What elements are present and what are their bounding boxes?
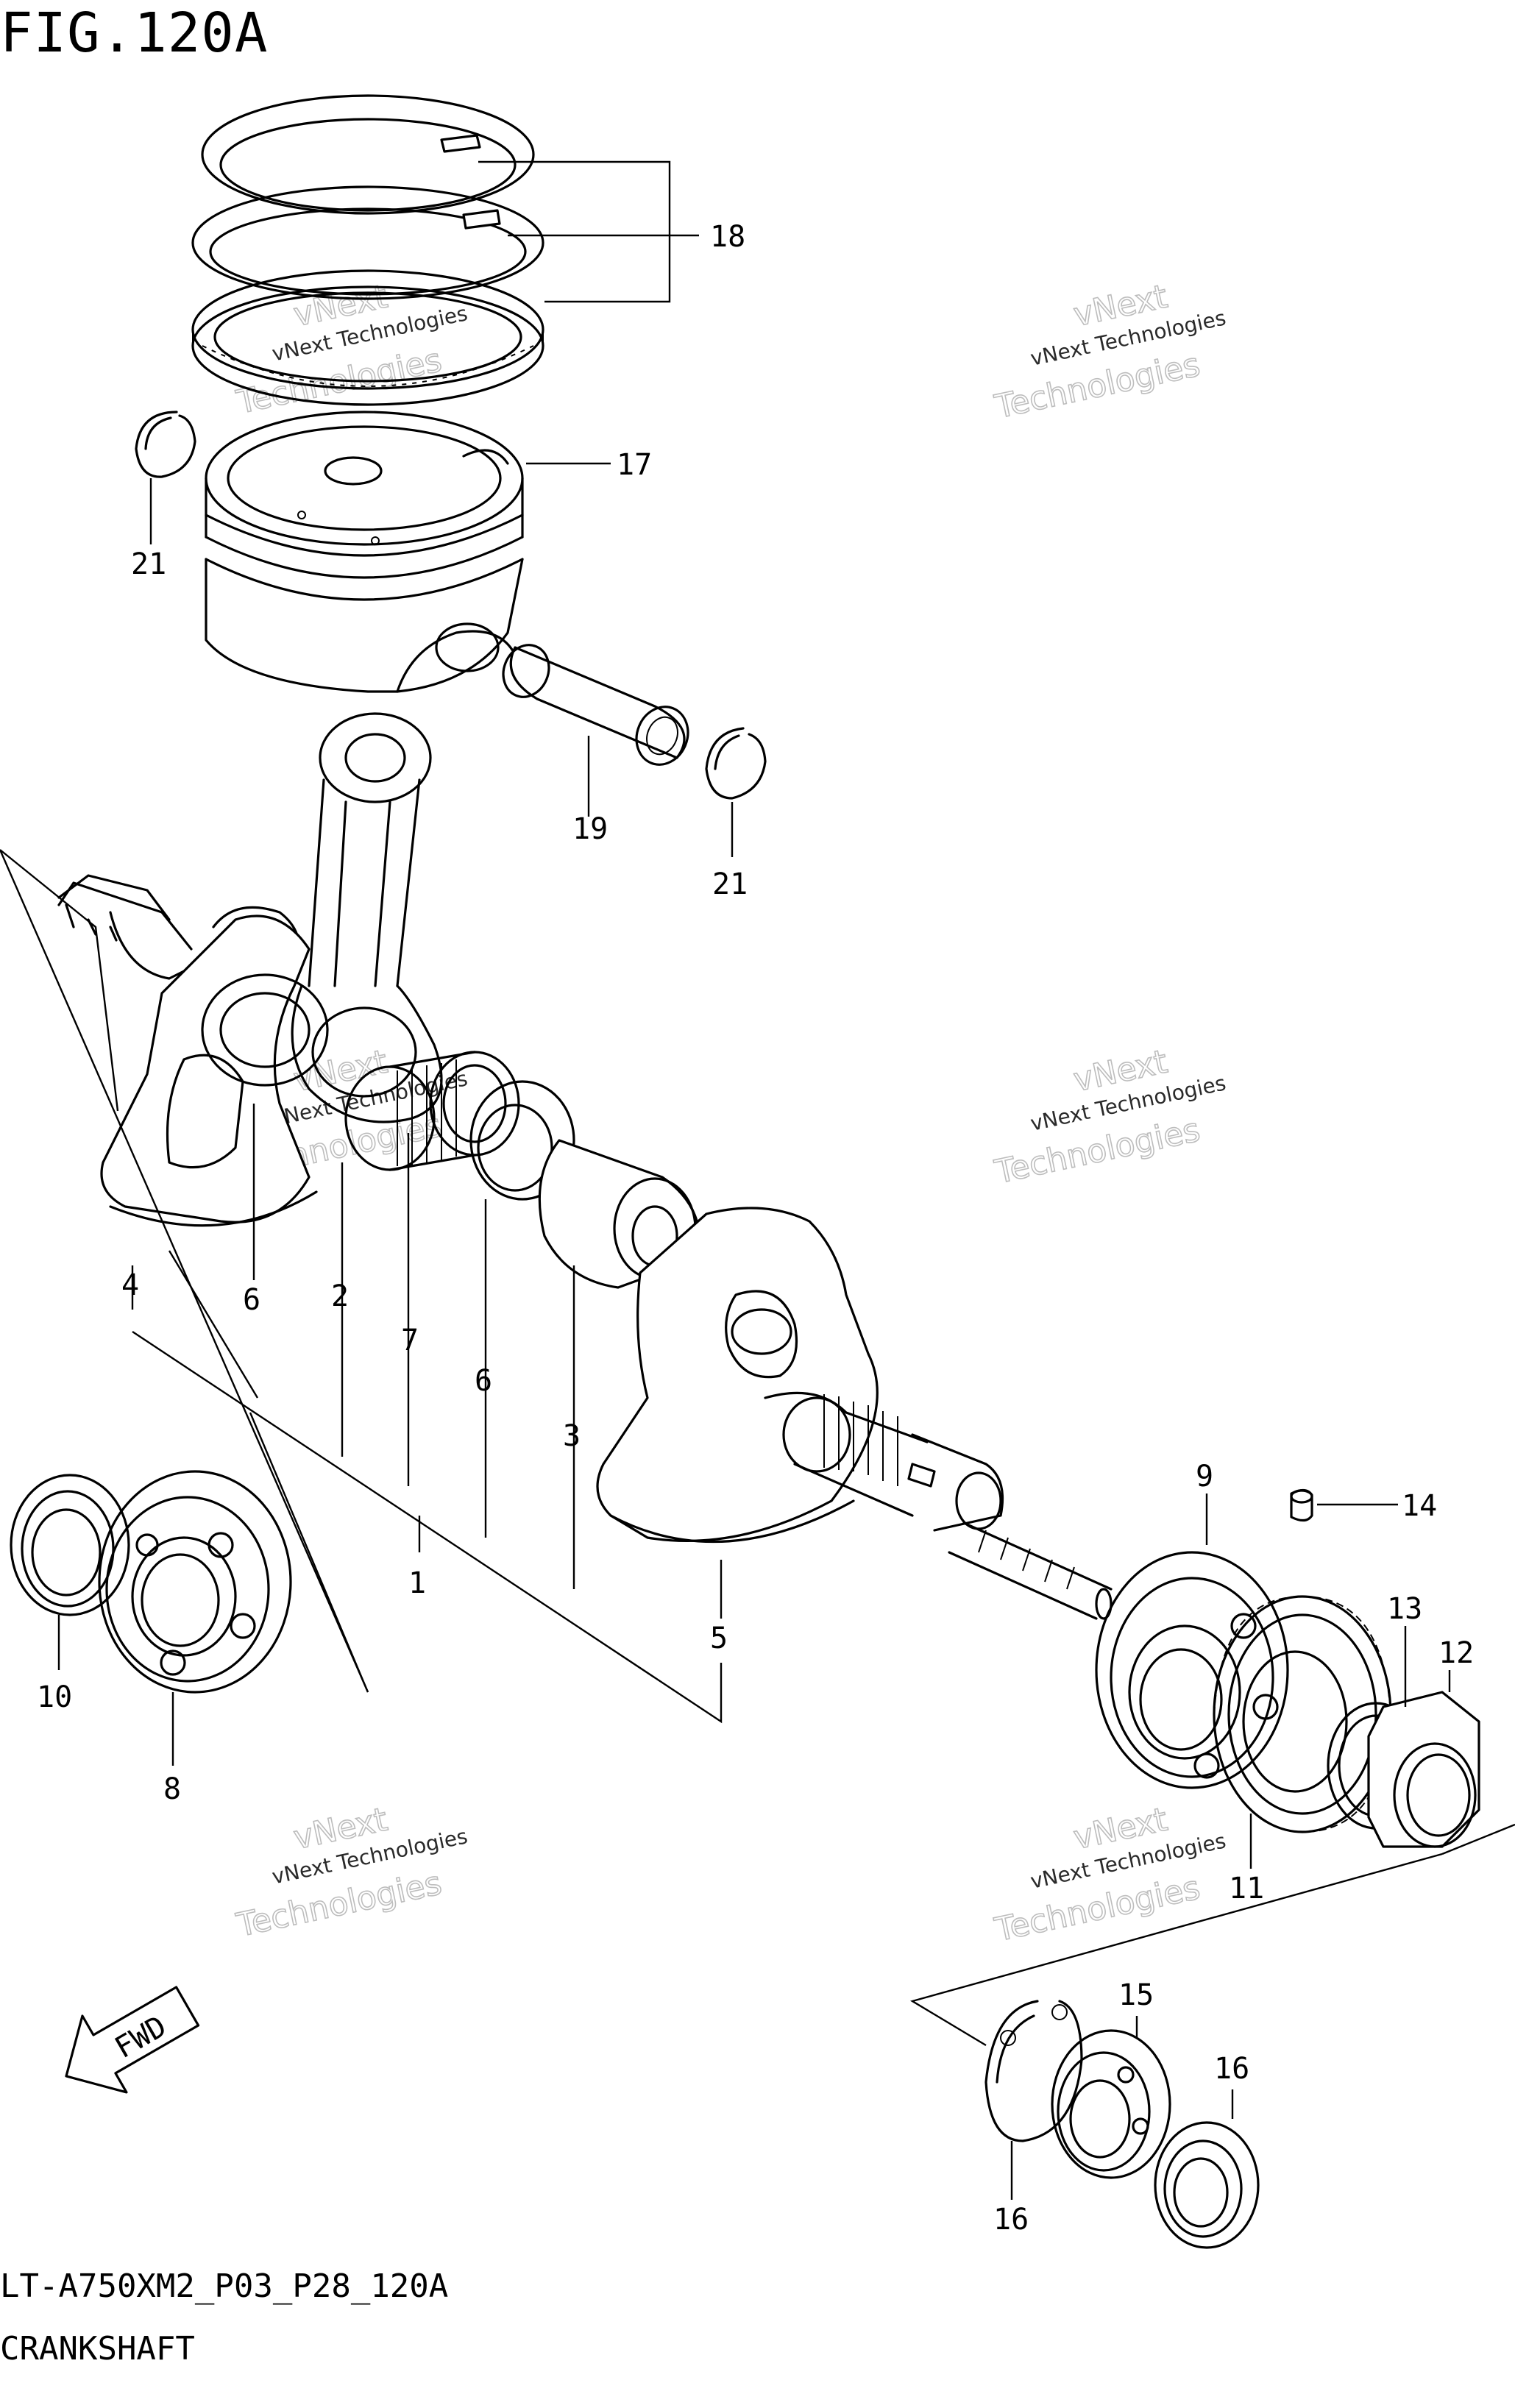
ball-bearing-right — [1095, 1551, 1289, 1789]
callout-14: 14 — [1402, 1489, 1437, 1523]
callout-6-left: 6 — [243, 1283, 260, 1317]
svg-text:Technologies: Technologies — [991, 346, 1203, 426]
oil-seal-left — [10, 1474, 130, 1616]
callout-12: 12 — [1438, 1636, 1474, 1670]
oil-seal-small — [1154, 2121, 1260, 2249]
svg-text:Technologies: Technologies — [991, 1111, 1203, 1191]
svg-text:Technologies: Technologies — [233, 1864, 445, 1944]
crankshaft-left-end — [57, 881, 193, 951]
svg-text:Technologies: Technologies — [991, 1869, 1203, 1949]
callout-10: 10 — [37, 1680, 72, 1714]
figure-title: FIG.120A — [0, 1, 269, 65]
crankpin-needle-bearing — [344, 1051, 520, 1171]
callout-7: 7 — [401, 1324, 419, 1357]
callout-5: 5 — [710, 1622, 728, 1655]
callout-16: 16 — [1214, 2052, 1249, 2086]
callout-1: 1 — [408, 1566, 426, 1600]
watermark-bottom-left: vNext vNext Technologies Technologies — [233, 1800, 469, 1945]
crankshaft-right-journal — [764, 1391, 1113, 1620]
left-crank-web — [57, 874, 329, 1227]
circlip-bottom — [984, 2000, 1083, 2142]
callout-20: 19 — [572, 812, 608, 846]
callout-13: 13 — [1387, 1592, 1422, 1626]
crankshaft-nut — [1367, 1691, 1480, 1848]
watermark-bottom-right: vNext vNext Technologies Technologies — [991, 1800, 1228, 1950]
callout-6-right: 6 — [475, 1364, 492, 1398]
callout-labels: 18 17 21 19 21 4 6 2 7 6 3 1 5 10 8 9 14… — [37, 220, 1474, 2237]
piston-rings — [191, 94, 544, 406]
piston — [205, 411, 524, 693]
callout-11: 11 — [1229, 1872, 1264, 1906]
callout-21-left: 21 — [131, 547, 166, 581]
thrust-washer-right — [469, 1080, 575, 1201]
circlip-left — [135, 411, 196, 478]
callout-2: 2 — [331, 1279, 349, 1313]
watermark-mid-right: vNext vNext Technologies Technologies — [991, 1043, 1228, 1192]
callout-18: 17 — [617, 448, 652, 482]
callout-3: 3 — [563, 1419, 581, 1453]
callout-21-right: 21 — [712, 867, 748, 901]
drive-gear — [1213, 1595, 1392, 1833]
leader-lines — [57, 160, 1451, 2200]
connecting-rod — [291, 712, 443, 1123]
ball-bearing-small — [1051, 2029, 1171, 2179]
ball-bearing-left — [98, 1470, 292, 1694]
figure-code: LT-A750XM2_P03_P28_120A — [0, 2267, 449, 2305]
fwd-arrow-icon: FWD — [65, 1986, 200, 2094]
circlip-right — [705, 727, 767, 800]
callout-17: 16 — [993, 2203, 1029, 2237]
watermark-top-right: vNext vNext Technologies Technologies — [991, 277, 1228, 427]
right-crank-web — [596, 1207, 879, 1544]
assembly-group-lines — [0, 849, 1515, 2047]
callout-8: 8 — [163, 1772, 181, 1806]
piston-pin — [502, 644, 689, 766]
callout-9: 9 — [1196, 1460, 1213, 1494]
callout-4: 4 — [121, 1268, 139, 1302]
callout-15: 15 — [1118, 1978, 1154, 2012]
figure-name: CRANKSHAFT — [0, 2330, 195, 2368]
callout-19: 18 — [710, 220, 745, 254]
woodruff-key — [1290, 1488, 1313, 1522]
